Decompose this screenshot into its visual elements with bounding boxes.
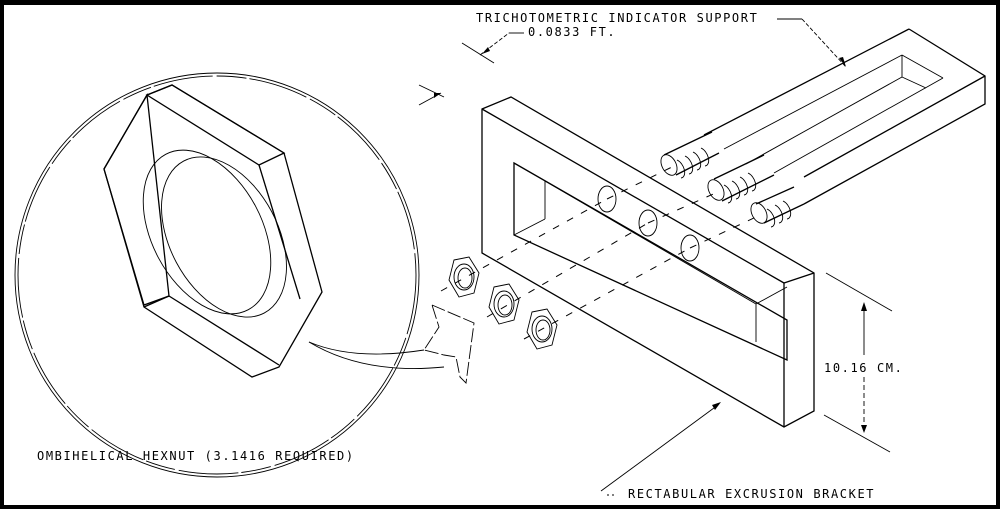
bracket-hole-3 xyxy=(680,234,700,262)
bracket-hole-1 xyxy=(597,185,617,213)
assembly-drawing xyxy=(14,18,986,496)
bracket-hole-2 xyxy=(638,209,658,237)
threaded-rod-3 xyxy=(750,186,805,228)
hexnut-small-2 xyxy=(488,283,520,325)
trichotometric-support xyxy=(660,28,986,228)
label-ombihelical-hexnut: OMBIHELICAL HEXNUT (3.1416 REQUIRED) xyxy=(37,449,355,463)
hexnut-small-1 xyxy=(448,256,480,298)
label-trichotometric-support: TRICHOTOMETRIC INDICATOR SUPPORT xyxy=(476,11,759,25)
label-rectabular-bracket: RECTABULAR EXCRUSION BRACKET xyxy=(628,487,876,501)
threaded-rod-1 xyxy=(660,131,720,179)
label-thickness-dimension: 0.0833 FT. xyxy=(528,25,617,39)
hexnut-detail-large xyxy=(103,84,323,378)
thickness-dimension xyxy=(418,32,524,106)
label-height-dimension: 10.16 CM. xyxy=(824,361,904,375)
detail-callout-arrow xyxy=(308,304,475,384)
height-dimension xyxy=(823,272,893,453)
threaded-rod-2 xyxy=(707,154,775,204)
bracket-leader-line xyxy=(600,402,721,496)
hexnut-small-3 xyxy=(526,308,558,350)
rectabular-bracket xyxy=(481,96,815,428)
support-leader-line xyxy=(777,18,847,68)
detail-magnifier-circle xyxy=(14,72,420,478)
